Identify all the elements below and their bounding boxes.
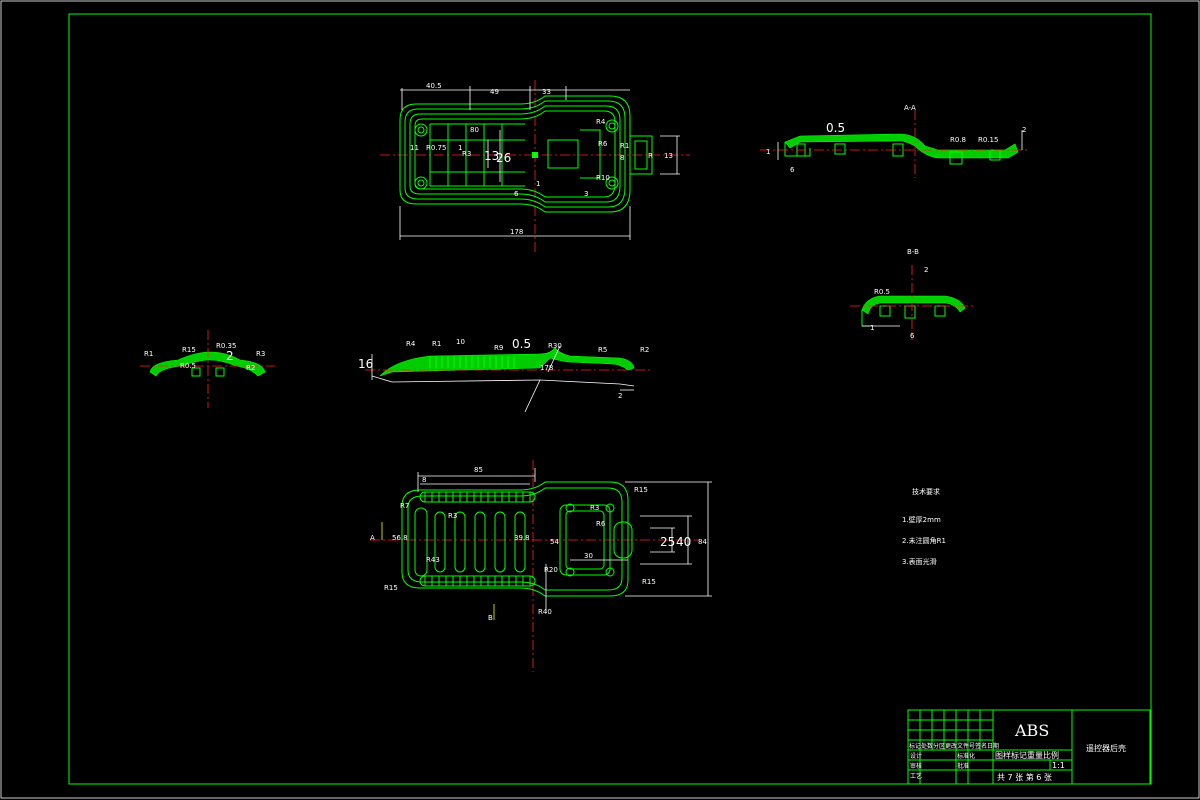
title-block: ABS 遥控器后壳 图样标记重量比例 1:1 共 7 张 第 6 张 标记处数分… [907, 709, 1151, 785]
dim-left-2: 2 [226, 349, 234, 363]
dim-left-r3: R3 [256, 350, 265, 358]
dim-r: R [648, 152, 653, 160]
dim-r1: R1 [620, 142, 629, 150]
dim-bot-85: 85 [474, 466, 483, 474]
dim-bot-r15a: R15 [384, 584, 398, 592]
bottom-view: A B 85 8 R7 R3 56.8 39.8 R15 R15 R15 R3 … [370, 460, 712, 672]
dim-26: 26 [496, 151, 511, 165]
dim-side-r4: R4 [406, 340, 416, 348]
technical-notes: 技术要求 1.壁厚2mm 2.未注圆角R1 3.表面光滑 [902, 487, 946, 566]
dim-a-1: 1 [766, 148, 770, 156]
dim-left-r1: R1 [144, 350, 153, 358]
inner-frame [68, 13, 1152, 785]
dim-bot-r43: R43 [426, 556, 440, 564]
dim-178: 178 [510, 228, 523, 236]
row-review: 审核 [910, 762, 922, 770]
dim-80: 80 [470, 126, 479, 134]
material-label: ABS [1014, 721, 1049, 740]
dim-bot-r6: R6 [596, 520, 606, 528]
dim-bot-r20: R20 [544, 566, 558, 574]
note-2: 2.未注圆角R1 [902, 536, 946, 545]
dim-a-r0-15: R0.15 [978, 136, 998, 144]
dim-side-r9: R9 [494, 344, 503, 352]
dim-side-r1: R1 [432, 340, 441, 348]
section-b-label: B-B [907, 248, 919, 256]
dim-left-r0-35: R0.35 [216, 342, 236, 350]
dim-a-2: 2 [1022, 126, 1026, 134]
scale-header: 图样标记重量比例 [995, 750, 1059, 760]
row-design: 设计 [910, 752, 922, 760]
dim-side-0-5: 0.5 [512, 337, 531, 351]
dim-side-10: 10 [456, 338, 465, 346]
dim-49: 49 [490, 88, 499, 96]
dim-bot-84: 84 [698, 538, 707, 546]
dim-a-0-5: 0.5 [826, 121, 845, 135]
dim-bot-r3: R3 [448, 512, 457, 520]
note-3: 3.表面光滑 [902, 557, 937, 566]
dim-side-178: 178 [540, 364, 553, 372]
dim-left-r0-5: R0.5 [180, 362, 196, 370]
dim-b-r0-5: R0.5 [874, 288, 890, 296]
side-view: 16 R4 R1 0.5 10 R9 R5 R2 R30 178 2 [358, 337, 650, 413]
dim-bot-r15b: R15 [634, 486, 648, 494]
section-a-view: A-A 0.5 R0.8 R0.15 2 1 6 [760, 104, 1030, 178]
dim-bot-56-8: 56.8 [392, 534, 408, 542]
dim-8: 8 [620, 154, 624, 162]
dim-a-6: 6 [790, 166, 795, 174]
dim-13: 13 [484, 149, 499, 163]
dim-side-2: 2 [618, 392, 622, 400]
dim-bot-r3b: R3 [590, 504, 599, 512]
cut-b-label: B [488, 614, 493, 622]
dim-3: 3 [584, 190, 588, 198]
dim-bot-54: 54 [550, 538, 559, 546]
dim-side-16: 16 [358, 357, 373, 371]
dim-a-r0-8: R0.8 [950, 136, 966, 144]
dim-r10: R10 [596, 174, 610, 182]
cut-a-label: A [370, 534, 375, 542]
top-view: 40.5 49 33 80 178 11 R0.75 R3 13 26 R4 R… [380, 80, 690, 252]
dim-side-r5: R5 [598, 346, 607, 354]
dim-bot-30: 30 [584, 552, 593, 560]
dim-bot-39-8: 39.8 [514, 534, 530, 542]
dim-6: 6 [514, 190, 519, 198]
row-standard: 标准化 [957, 752, 975, 760]
dim-1b: 1 [536, 180, 540, 188]
dim-side-r30: R30 [548, 342, 562, 350]
dim-bot-8: 8 [422, 476, 426, 484]
dim-13b: 13 [664, 152, 673, 160]
dim-40-5: 40.5 [426, 82, 442, 90]
end-view: R1 R15 R0.35 2 R3 R0.5 R2 [140, 330, 275, 408]
note-1: 1.壁厚2mm [902, 515, 941, 524]
dim-b-1: 1 [870, 324, 874, 332]
dim-r0-75: R0.75 [426, 144, 446, 152]
dim-bot-r40: R40 [538, 608, 552, 616]
dim-bot-40: 40 [676, 535, 691, 549]
part-name: 遥控器后壳 [1086, 743, 1126, 753]
dim-33: 33 [542, 88, 551, 96]
dim-bot-25: 25 [660, 535, 675, 549]
dim-11: 11 [410, 144, 419, 152]
dim-left-r2: R2 [246, 364, 255, 372]
row-process: 工艺 [910, 772, 922, 780]
row-approve: 批准 [957, 762, 969, 770]
dim-bot-r7: R7 [400, 502, 409, 510]
section-a-label: A-A [904, 104, 916, 112]
sheet-info: 共 7 张 第 6 张 [997, 772, 1052, 782]
dim-r6: R6 [598, 140, 608, 148]
dim-r4: R4 [596, 118, 606, 126]
dim-1a: 1 [458, 144, 462, 152]
revision-header: 标记处数分区更改文件号签名日期 [909, 742, 999, 750]
dim-left-r15: R15 [182, 346, 196, 354]
notes-heading: 技术要求 [912, 487, 940, 496]
scale-value: 1:1 [1052, 761, 1065, 770]
dim-r3: R3 [462, 150, 471, 158]
dim-side-r2: R2 [640, 346, 649, 354]
dim-bot-r15c: R15 [642, 578, 656, 586]
dim-b-2: 2 [924, 266, 928, 274]
section-b-view: B-B R0.5 2 1 6 [850, 248, 975, 340]
dim-b-6: 6 [910, 332, 915, 340]
